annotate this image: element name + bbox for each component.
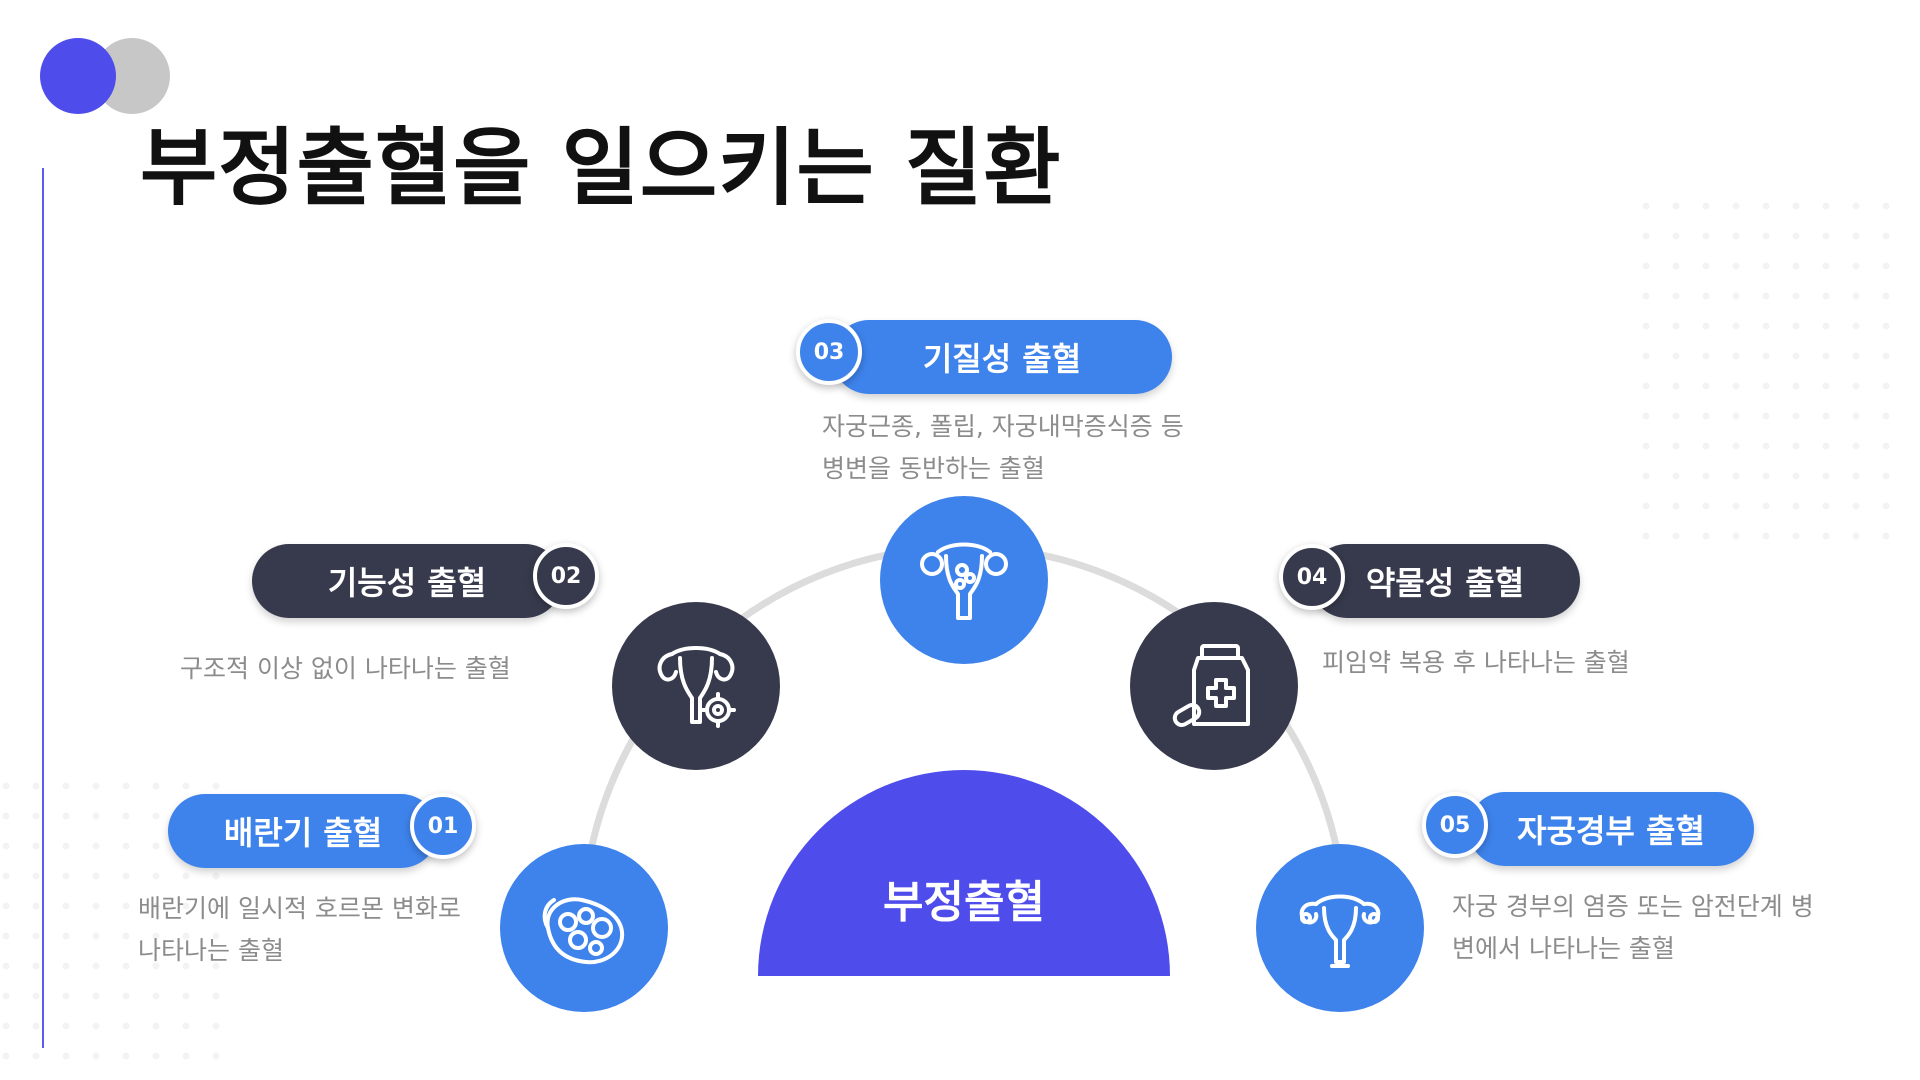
center-label: 부정출혈 [883,877,1045,928]
item-03-desc-line-2: 병변을 동반하는 출혈 [822,454,1045,483]
item-05-description: 자궁 경부의 염증 또는 암전단계 병 변에서 나타나는 출혈 [1452,886,1814,970]
item-02-desc-line-1: 구조적 이상 없이 나타나는 출혈 [180,654,511,683]
item-01-description: 배란기에 일시적 호르몬 변화로 나타나는 출혈 [138,888,461,972]
item-04-label: 약물성 출혈 [1365,564,1525,602]
item-03-number-badge: 03 [796,319,862,385]
item-03-desc-line-1: 자궁근종, 폴립, 자궁내막증식증 등 [822,412,1184,441]
item-02-number-badge: 02 [533,543,599,609]
item-01-number-badge: 01 [410,793,476,859]
circle-02 [612,602,780,770]
circle-03 [880,496,1048,664]
cervix-icon [1299,894,1381,968]
ovary-icon [542,897,625,965]
uterus-lesion-icon [920,542,1008,620]
item-03-label: 기질성 출혈 [922,340,1082,378]
item-03-label-pill: 기질성 출혈 [832,320,1172,394]
item-05-desc-line-1: 자궁 경부의 염증 또는 암전단계 병 [1452,892,1814,921]
medicine-bottle-icon [1172,644,1250,727]
item-05-label-pill: 자궁경부 출혈 [1468,792,1754,866]
logo-dot-blue [40,38,116,114]
item-02-label-pill: 기능성 출혈 [252,544,562,618]
item-01-label-pill: 배란기 출혈 [168,794,438,868]
item-02-number: 02 [550,563,582,589]
page-title: 부정출혈을 일으키는 질환 [140,119,1062,217]
item-04-number: 04 [1296,564,1328,590]
side-accent-line [42,168,44,1048]
item-05-number: 05 [1439,812,1471,838]
uterus-gear-icon [657,646,736,728]
item-02-description: 구조적 이상 없이 나타나는 출혈 [180,648,511,690]
item-01-label: 배란기 출혈 [223,814,383,852]
item-01-number: 01 [427,813,459,839]
item-03-description: 자궁근종, 폴립, 자궁내막증식증 등 병변을 동반하는 출혈 [822,406,1184,490]
dot-grid-top-right [1640,200,1910,540]
item-05-number-badge: 05 [1422,792,1488,858]
item-04-label-pill: 약물성 출혈 [1310,544,1580,618]
item-04-desc-line-1: 피임약 복용 후 나타나는 출혈 [1322,648,1630,677]
circle-01 [500,844,668,1012]
item-01-desc-line-1: 배란기에 일시적 호르몬 변화로 [138,894,461,923]
item-04-description: 피임약 복용 후 나타나는 출혈 [1322,642,1630,684]
item-05-desc-line-2: 변에서 나타나는 출혈 [1452,934,1675,963]
item-01-desc-line-2: 나타나는 출혈 [138,936,284,965]
item-02-label: 기능성 출혈 [327,564,487,602]
circle-04 [1130,602,1298,770]
item-04-number-badge: 04 [1279,544,1345,610]
circle-05 [1256,844,1424,1012]
item-03-number: 03 [813,339,845,365]
item-05-label: 자궁경부 출혈 [1517,812,1705,850]
